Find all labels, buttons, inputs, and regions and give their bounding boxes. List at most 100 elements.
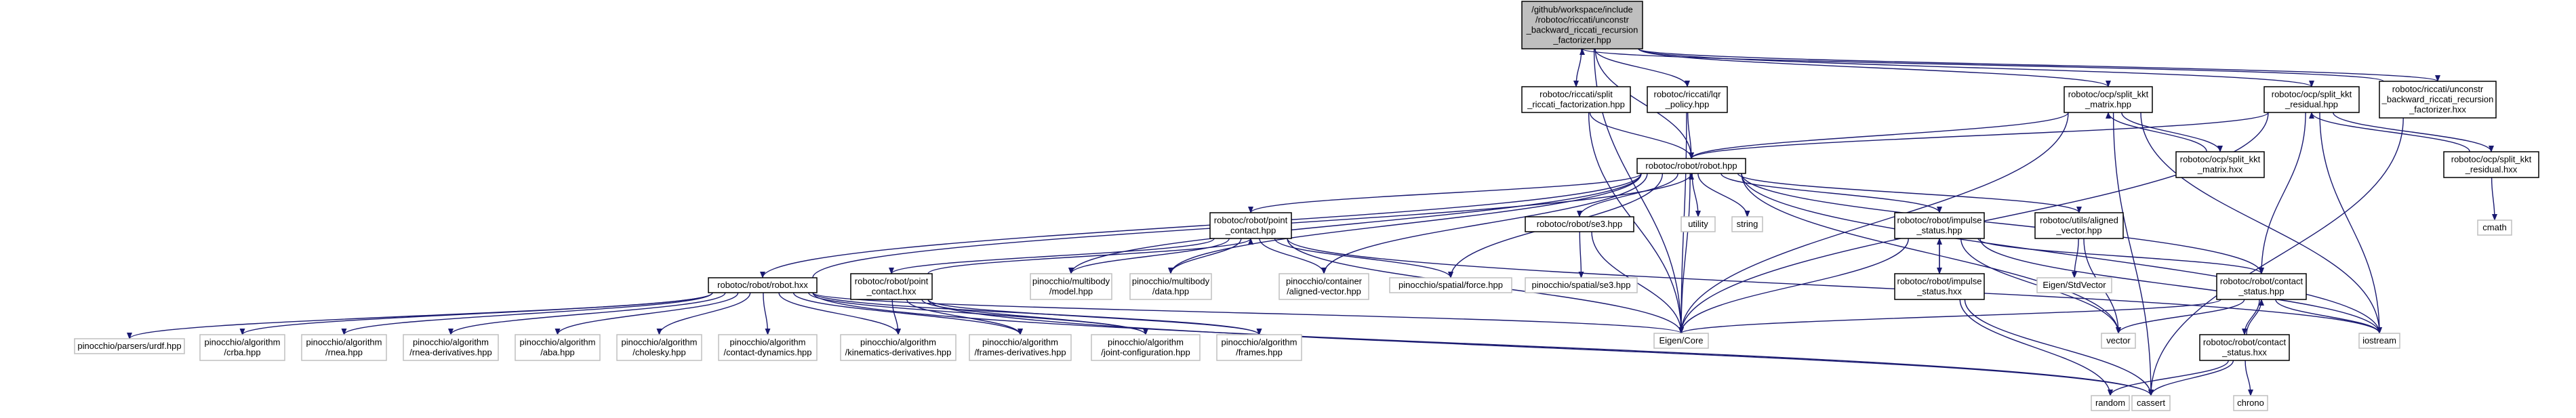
node-robot_hpp[interactable]: robotoc/robot/robot.hpp [1636,158,1746,174]
edge-robot_hpp-to-model_hpp [1071,173,1642,274]
node-label-line: _factorizer.hpp [1552,35,1611,45]
edge-split_riccati-to-eigen_core [1588,112,1681,333]
node-box [2443,151,2539,178]
node-label-line: cassert [2137,398,2165,408]
node-label-line: /joint-configuration.hpp [1101,348,1190,358]
node-impulse_status_hpp[interactable]: robotoc/robot/impulse_status.hpp [1894,212,1985,239]
edge-point_contact_hxx-to-frames [927,299,1260,335]
edge-robot_hpp-to-contact_status_hpp [1741,173,2261,274]
node-box [1525,216,1634,232]
node-label-line: pinocchio/algorithm [621,337,697,348]
nodes-layer: /github/workspace/include/robotoc/riccat… [74,1,2539,411]
edge-kkt_matrix_hxx-to-kkt_matrix [2108,112,2207,152]
node-box [840,334,957,361]
node-root[interactable]: /github/workspace/include/robotoc/riccat… [1521,1,1643,49]
edge-root-to-split_riccati [1576,48,1582,87]
node-label-line: /github/workspace/include [1531,5,1633,15]
edge-point_contact_hxx-to-kin_deriv [891,299,898,335]
node-joint_config: pinocchio/algorithm/joint-configuration.… [1091,334,1201,361]
edge-point_contact_hxx-to-joint_config [921,299,1146,335]
node-se3_hpp[interactable]: robotoc/robot/se3.hpp [1525,216,1634,232]
node-box [718,334,818,361]
node-label-line: _backward_riccati_recursion [1526,25,1638,35]
node-label-line: robotoc/riccati/unconstr [2392,84,2484,94]
edge-impulse_status_hpp-to-contact_status_hpp [1977,238,2261,274]
node-label-line: _status.hxx [2221,348,2267,358]
node-kkt_matrix[interactable]: robotoc/ocp/split_kkt_matrix.hpp [2064,86,2153,113]
node-impulse_status_hxx[interactable]: robotoc/robot/impulse_status.hxx [1894,273,1985,300]
node-point_contact_hxx[interactable]: robotoc/robot/point_contact.hxx [850,273,933,300]
node-kkt_residual[interactable]: robotoc/ocp/split_kkt_residual.hpp [2263,86,2360,113]
node-frames_deriv: pinocchio/algorithm/frames-derivatives.h… [969,334,1072,361]
node-label-line: robotoc/robot/impulse [1897,276,1981,287]
node-model_hpp: pinocchio/multibody/model.hpp [1030,273,1112,300]
node-box [969,334,1072,361]
edge-robot_hxx-to-rnea [344,292,713,335]
edge-robot_hxx-to-kin_deriv [778,292,898,335]
node-label-line: _contact.hpp [1225,226,1276,236]
node-kkt_residual_hxx[interactable]: robotoc/ocp/split_kkt_residual.hxx [2443,151,2539,178]
edge-point_contact_hxx-to-frames_deriv [906,299,1020,335]
node-label-line: robotoc/robot/contact [2203,337,2287,348]
node-label-line: /crba.hpp [224,348,260,358]
node-label-line: _matrix.hpp [2085,100,2131,110]
edge-impulse_status_hpp-to-iostream [1979,238,2379,334]
node-split_riccati[interactable]: robotoc/riccati/split_riccati_factorizat… [1521,86,1631,113]
edge-robot_hxx-to-cassert [812,292,2151,396]
node-box [2233,395,2268,411]
node-unconstr_hxx[interactable]: robotoc/riccati/unconstr_backward_riccat… [2379,81,2497,119]
node-robot_hxx[interactable]: robotoc/robot/robot.hxx [708,277,818,293]
node-label-line: utility [1688,219,1708,229]
node-spatial_se3: pinocchio/spatial/se3.hpp [1525,277,1638,293]
edge-robot_hxx-to-frames_deriv [792,292,1020,335]
node-contact_status_hpp[interactable]: robotoc/robot/contact_status.hpp [2216,273,2307,300]
node-box [1731,216,1763,232]
node-point_contact_hpp[interactable]: robotoc/robot/point_contact.hpp [1209,212,1292,239]
node-label-line: _residual.hpp [2285,100,2338,110]
node-box [1525,277,1638,293]
edge-robot_hpp-to-aligned_vector_hpp [1324,173,1648,274]
node-aligned_vector[interactable]: robotoc/utils/aligned_vector.hpp [2034,212,2124,239]
node-box [2064,86,2153,113]
edge-impulse_status_hpp-to-eigen_core [1681,238,1909,333]
node-random: random [2091,395,2130,411]
edge-kkt_residual-to-robot_hpp [1691,112,2269,159]
node-label-line: string [1737,219,1758,229]
edge-impulse_status_hxx-to-random [1959,299,2110,396]
node-label-line: _riccati_factorization.hpp [1527,100,1625,110]
node-eigen_core: Eigen/Core [1653,333,1709,349]
node-box [1279,273,1369,300]
node-label-line: /robotoc/riccati/unconstr [1535,15,1630,25]
node-box [2034,212,2124,239]
node-box [708,277,818,293]
edge-contact_status_hpp-to-vector [2118,299,2245,334]
node-kkt_matrix_hxx[interactable]: robotoc/ocp/split_kkt_matrix.hxx [2175,151,2265,178]
node-box [1091,334,1201,361]
node-box [2101,333,2136,349]
edge-robot_hpp-to-vector [1741,173,2118,333]
node-iostream: iostream [2358,333,2400,349]
node-label-line: _contact.hxx [866,287,917,297]
edge-unconstr_hxx-to-root [1582,48,2384,82]
edge-unconstr_hxx-to-cassert [2151,117,2404,396]
node-label-line: /model.hpp [1049,287,1093,297]
edge-point_contact_hxx-to-point_contact_hpp [927,238,1251,274]
node-lqr_policy[interactable]: robotoc/riccati/lqr_policy.hpp [1647,86,1728,113]
node-box [1209,212,1292,239]
edge-kkt_residual_hxx-to-cmath [2491,177,2495,220]
edge-split_riccati-to-robot_hpp [1589,112,1691,159]
edge-point_contact_hpp-to-iostream [1287,238,2379,334]
edge-kkt_matrix-to-robot_hpp [1691,112,2069,159]
node-box [1647,86,1728,113]
node-label-line: pinocchio/algorithm [982,337,1058,348]
node-label-line: _vector.hpp [2055,226,2101,236]
node-contact_status_hxx[interactable]: robotoc/robot/contact_status.hxx [2199,334,2290,361]
node-label-line: /frames-derivatives.hpp [974,348,1066,358]
edge-kkt_matrix-to-eigen_core [1681,112,2069,333]
node-label-line: _backward_riccati_recursion [2381,94,2494,104]
node-aligned_vector_hpp: pinocchio/container/aligned-vector.hpp [1279,273,1369,300]
edge-robot_hxx-to-crba [243,292,713,335]
node-label-line: pinocchio/multibody [1132,276,1210,287]
edge-robot_hpp-to-eigen_core [1681,173,1691,333]
